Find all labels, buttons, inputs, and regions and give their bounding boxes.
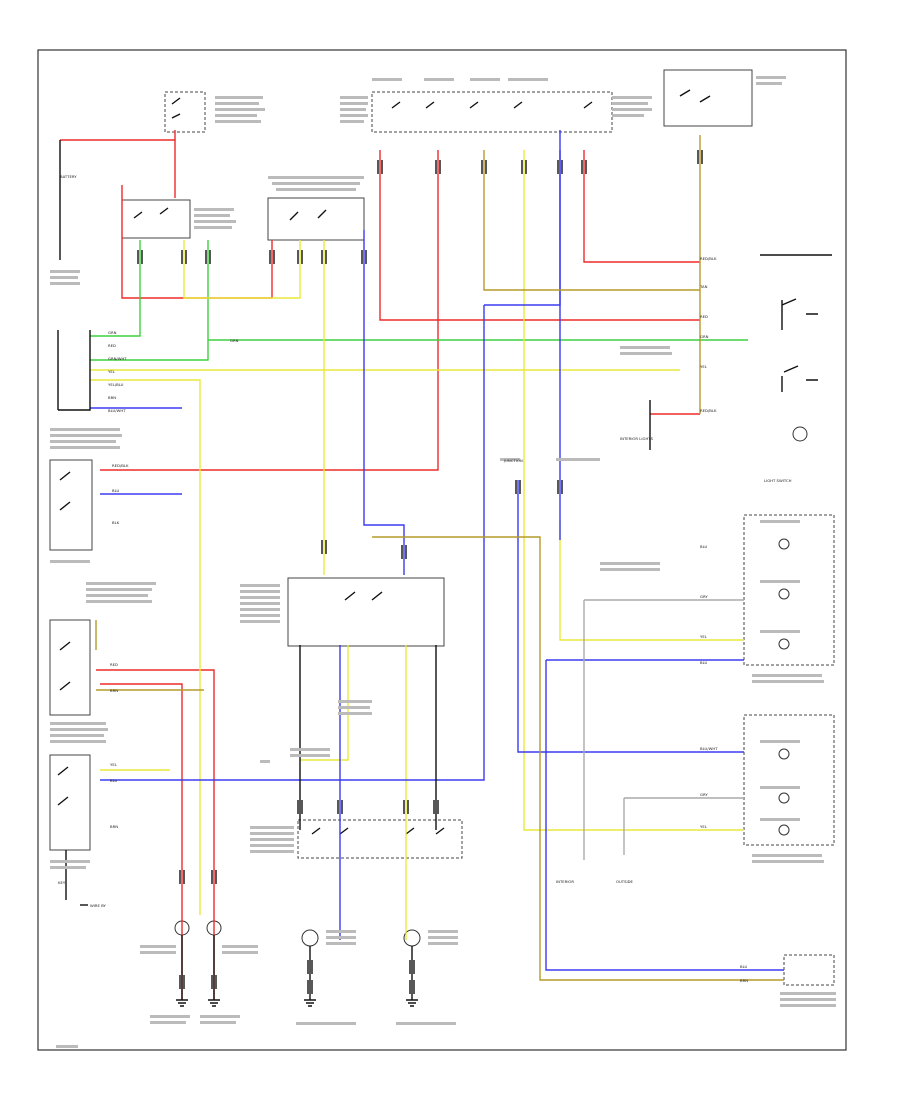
svg-text:RED: RED [700, 314, 708, 319]
svg-text:GRY: GRY [700, 792, 708, 797]
svg-text:BRN: BRN [110, 824, 118, 829]
interior-lights-label: INTERIOR LIGHTS [620, 436, 654, 441]
svg-text:GRN: GRN [108, 330, 117, 335]
instrument-panel-box-2 [743, 714, 835, 846]
svg-text:RED/BLK: RED/BLK [700, 256, 717, 261]
fuse-block-top [371, 91, 613, 133]
battery-label: BATTERY [60, 174, 77, 179]
svg-text:BLU: BLU [110, 778, 118, 783]
light-switch-label: LIGHT SWITCH [764, 478, 792, 483]
ignition-switch-box [663, 69, 753, 127]
svg-text:GRN/WHT: GRN/WHT [108, 356, 127, 361]
svg-text:BRN: BRN [108, 395, 116, 400]
svg-text:RED: RED [108, 343, 116, 348]
svg-text:RED/BLK: RED/BLK [700, 408, 717, 413]
fuse-block-bottom [297, 819, 463, 859]
relay-box-left [121, 199, 191, 239]
svg-text:YEL: YEL [700, 634, 708, 639]
relay-box-center [267, 197, 365, 241]
svg-text:GRN: GRN [230, 338, 239, 343]
svg-text:YEL: YEL [700, 824, 708, 829]
svg-text:YEL: YEL [110, 762, 118, 767]
ground-label: WIRE BY [90, 903, 107, 908]
svg-text:GRN: GRN [700, 334, 709, 339]
svg-text:RED/BLK: RED/BLK [112, 463, 129, 468]
svg-text:BLU/WHT: BLU/WHT [108, 408, 126, 413]
component-label-marks [50, 76, 836, 1048]
interior-label: INTERIOR [556, 879, 574, 884]
svg-text:BRN: BRN [110, 688, 118, 693]
svg-text:BRN: BRN [740, 978, 748, 983]
fuse-block-top-left [164, 91, 206, 133]
svg-text:BLU: BLU [740, 964, 748, 969]
connector-marks [137, 150, 703, 994]
svg-text:TAN: TAN [699, 284, 708, 289]
ground-icon [176, 999, 418, 1007]
svg-text:RED: RED [110, 662, 118, 667]
outside-label: OUTSIDE [616, 879, 634, 884]
control-module-box [783, 954, 835, 986]
svg-text:GRY: GRY [700, 594, 708, 599]
svg-text:BLU/WHT: BLU/WHT [700, 746, 718, 751]
diagram-border [37, 49, 847, 1051]
door-switch-box [49, 754, 91, 851]
headlight-switch-box [49, 459, 93, 551]
instrument-panel-box-1 [743, 514, 835, 666]
svg-text:YEL: YEL [700, 364, 708, 369]
svg-text:BLK: BLK [112, 520, 120, 525]
junction-label: JUNCTION [503, 458, 523, 463]
svg-text:BLU: BLU [112, 488, 120, 493]
flasher-relay-box [287, 577, 445, 647]
key-label: KEY [58, 880, 66, 885]
wire-color-tags: GRN RED GRN/WHT YEL YEL/BLU BRN BLU/WHT … [108, 256, 748, 983]
bulb-icon [174, 426, 808, 947]
dimmer-switch-box [49, 619, 91, 716]
svg-text:YEL: YEL [108, 369, 116, 374]
svg-text:BLU: BLU [700, 660, 708, 665]
svg-text:BLU: BLU [700, 544, 708, 549]
svg-text:YEL/BLU: YEL/BLU [108, 382, 124, 387]
switch-contacts [781, 298, 818, 381]
